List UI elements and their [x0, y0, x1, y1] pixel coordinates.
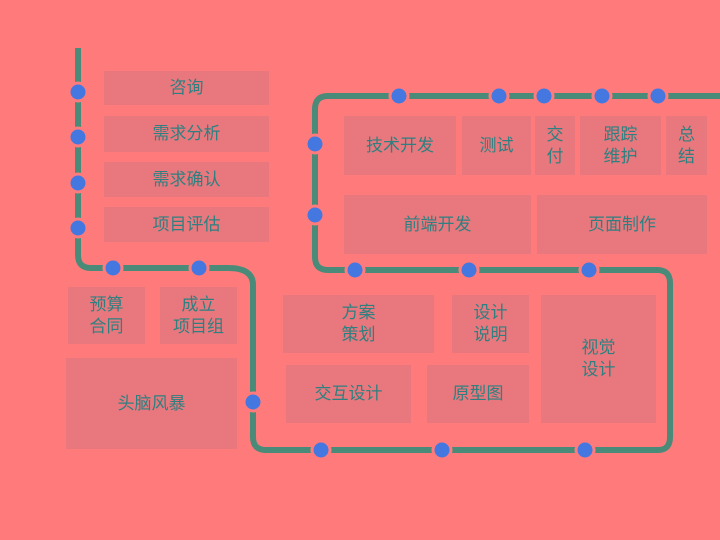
track-line — [75, 48, 720, 453]
step-budget-contract: 预算 合同 — [68, 287, 145, 344]
track-dot — [102, 257, 124, 279]
track-dot — [188, 257, 210, 279]
step-interaction-design: 交互设计 — [286, 365, 411, 423]
step-requirement-confirm: 需求确认 — [104, 162, 269, 197]
step-visual-design: 视觉 设计 — [541, 295, 656, 423]
step-brainstorm: 头脑风暴 — [66, 358, 237, 449]
track-dot — [533, 85, 555, 107]
track-dot — [458, 259, 480, 281]
step-prototype: 原型图 — [427, 365, 529, 423]
track-dot — [67, 126, 89, 148]
step-requirement-analysis: 需求分析 — [104, 116, 269, 152]
step-page-making: 页面制作 — [537, 195, 707, 254]
track-dot — [67, 81, 89, 103]
track-dot — [574, 439, 596, 461]
step-summary: 总 结 — [666, 116, 707, 175]
step-delivery: 交 付 — [535, 116, 575, 175]
track-dot — [647, 85, 669, 107]
step-design-spec: 设计 说明 — [452, 295, 529, 353]
track-dot — [310, 439, 332, 461]
track-dot — [344, 259, 366, 281]
track-dot — [242, 391, 264, 413]
track-dot — [304, 204, 326, 226]
track-dot — [388, 85, 410, 107]
track-dot — [67, 217, 89, 239]
step-testing: 测试 — [462, 116, 531, 175]
step-project-evaluation: 项目评估 — [104, 207, 269, 242]
track-dot — [578, 259, 600, 281]
step-maintenance: 跟踪 维护 — [580, 116, 661, 175]
track-dot — [591, 85, 613, 107]
step-tech-dev: 技术开发 — [344, 116, 456, 175]
track-dot — [304, 133, 326, 155]
step-consult: 咨询 — [104, 71, 269, 105]
step-plan: 方案 策划 — [283, 295, 434, 353]
step-frontend-dev: 前端开发 — [344, 195, 531, 254]
step-form-team: 成立 项目组 — [160, 287, 237, 344]
track-dot — [431, 439, 453, 461]
track-dot — [488, 85, 510, 107]
track-dot — [67, 172, 89, 194]
